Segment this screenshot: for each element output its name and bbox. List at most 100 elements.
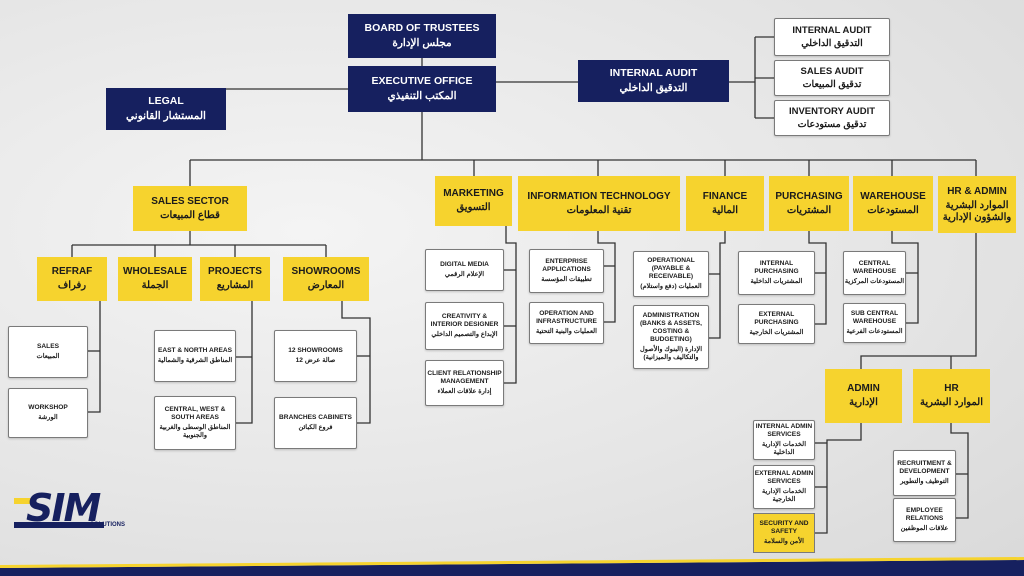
projects-east-north-en: EAST & NORTH AREAS	[157, 347, 233, 355]
logo-subtitle: SOLUTIONS	[90, 522, 126, 528]
admin-security-safety-ar: الأمن والسلامة	[764, 537, 804, 545]
dept-warehouse-en: WAREHOUSE	[860, 190, 926, 202]
refraf-sales-en: SALES	[37, 343, 59, 351]
legal-ar: المستشار القانوني	[126, 110, 206, 122]
dept-marketing-ar: التسويق	[456, 202, 491, 213]
purchasing-external-en: EXTERNAL PURCHASING	[754, 311, 799, 327]
it-enterprise-apps-box: ENTERPRISE APPLICATIONS تطبيقات المؤسسة	[529, 249, 604, 293]
warehouse-sub-central-box: SUB CENTRAL WAREHOUSE المستودعات الفرعية	[843, 303, 906, 343]
showrooms-ar: المعارض	[307, 280, 345, 291]
audit-inventory-box: INVENTORY AUDIT تدقيق مستودعات	[774, 100, 890, 136]
admin-internal-services-box: INTERNAL ADMIN SERVICES الخدمات الإدارية…	[753, 420, 815, 460]
refraf-sales-ar: المبيعات	[36, 353, 60, 360]
wholesale-en: WHOLESALE	[123, 266, 187, 277]
dept-marketing-box: MARKETING التسويق	[435, 176, 512, 226]
hr-employee-relations-en: EMPLOYEE RELATIONS	[905, 507, 944, 523]
showrooms-12-en: 12 SHOWROOMS	[288, 347, 343, 355]
finance-operational-en: OPERATIONAL (PAYABLE & RECEIVABLE)	[647, 257, 695, 280]
marketing-creativity-en: CREATIVITY & INTERIOR DESIGNER	[430, 313, 499, 329]
admin-security-safety-box: SECURITY AND SAFETY الأمن والسلامة	[753, 513, 815, 553]
finance-operational-ar: العمليات (دفع واستلام)	[640, 282, 702, 290]
dept-purchasing-ar: المشتريات	[786, 204, 832, 216]
purchasing-internal-ar: المشتريات الداخلية	[750, 277, 803, 285]
purchasing-external-ar: المشتريات الخارجية	[749, 328, 804, 336]
refraf-ar: رفراف	[57, 280, 87, 291]
audit-inventory-ar: تدقيق مستودعات	[797, 119, 867, 130]
projects-ar: المشاريع	[216, 280, 254, 291]
admin-box: ADMIN الإدارية	[825, 369, 902, 423]
showrooms-12-ar: صالة عرض 12	[295, 357, 336, 364]
dept-it-ar: تقنية المعلومات	[566, 204, 632, 216]
marketing-digital-media-en: DIGITAL MEDIA	[440, 261, 489, 269]
hr-ar: الموارد البشرية	[919, 397, 984, 408]
it-enterprise-apps-en: ENTERPRISE APPLICATIONS	[542, 258, 591, 274]
hr-recruitment-en: RECRUITMENT & DEVELOPMENT	[897, 460, 952, 476]
footer-stripe	[0, 557, 1024, 576]
admin-external-services-en: EXTERNAL ADMIN SERVICES	[754, 470, 814, 486]
dept-marketing-en: MARKETING	[443, 188, 504, 199]
dept-purchasing-box: PURCHASING المشتريات	[769, 176, 849, 231]
warehouse-central-ar: المستودعات المركزية	[844, 277, 905, 285]
dept-hr-admin-ar: الموارد البشرية والشؤون الإدارية	[942, 199, 1012, 223]
audit-sales-ar: تدقيق المبيعات	[802, 79, 862, 90]
projects-east-north-box: EAST & NORTH AREAS المناطق الشرقية والشم…	[154, 330, 236, 382]
wholesale-box: WHOLESALE الجملة	[118, 257, 192, 301]
marketing-crm-ar: إدارة علاقات العملاء	[437, 387, 492, 395]
marketing-crm-box: CLIENT RELATIONSHIP MANAGEMENT إدارة علا…	[425, 360, 504, 406]
internal-audit-en: INTERNAL AUDIT	[609, 67, 698, 80]
admin-en: ADMIN	[847, 383, 880, 394]
admin-internal-services-en: INTERNAL ADMIN SERVICES	[755, 423, 813, 439]
refraf-workshop-box: WORKSHOP الورشة	[8, 388, 88, 438]
audit-inventory-en: INVENTORY AUDIT	[788, 105, 876, 117]
refraf-box: REFRAF رفراف	[37, 257, 107, 301]
showrooms-box: SHOWROOMS المعارض	[283, 257, 369, 301]
hr-en: HR	[944, 383, 959, 394]
audit-internal-en: INTERNAL AUDIT	[792, 24, 872, 36]
it-enterprise-apps-ar: تطبيقات المؤسسة	[541, 275, 592, 283]
warehouse-sub-central-en: SUB CENTRAL WAREHOUSE	[850, 310, 899, 326]
board-of-trustees-box: BOARD OF TRUSTEES مجلس الإدارة	[348, 14, 496, 58]
showrooms-en: SHOWROOMS	[291, 266, 361, 277]
marketing-creativity-ar: الإبداع والتصميم الداخلي	[431, 330, 498, 338]
finance-operational-box: OPERATIONAL (PAYABLE & RECEIVABLE) العمل…	[633, 251, 709, 297]
projects-central-box: CENTRAL, WEST & SOUTH AREAS المناطق الوس…	[154, 396, 236, 450]
admin-security-safety-en: SECURITY AND SAFETY	[759, 520, 809, 536]
audit-sales-en: SALES AUDIT	[800, 65, 864, 77]
admin-external-services-ar: الخدمات الإدارية الخارجية	[761, 488, 807, 503]
finance-administration-en: ADMINISTRATION (BANKS & ASSETS, COSTING …	[639, 312, 703, 343]
audit-internal-ar: التدقيق الداخلي	[801, 38, 863, 49]
board-ar: مجلس الإدارة	[392, 37, 452, 49]
marketing-digital-media-box: DIGITAL MEDIA الإعلام الرقمي	[425, 249, 504, 291]
dept-finance-box: FINANCE المالية	[686, 176, 764, 231]
audit-internal-box: INTERNAL AUDIT التدقيق الداخلي	[774, 18, 890, 56]
wholesale-ar: الجملة	[141, 280, 169, 291]
purchasing-internal-en: INTERNAL PURCHASING	[754, 260, 799, 276]
marketing-digital-media-ar: الإعلام الرقمي	[444, 271, 485, 278]
dept-finance-en: FINANCE	[702, 190, 748, 202]
admin-external-services-box: EXTERNAL ADMIN SERVICES الخدمات الإدارية…	[753, 465, 815, 509]
hr-recruitment-box: RECRUITMENT & DEVELOPMENT التوظيف والتطو…	[893, 450, 956, 496]
marketing-crm-en: CLIENT RELATIONSHIP MANAGEMENT	[427, 370, 502, 386]
purchasing-external-box: EXTERNAL PURCHASING المشتريات الخارجية	[738, 304, 815, 344]
branches-cabinets-ar: فروع الكبائن	[298, 424, 333, 431]
legal-en: LEGAL	[148, 95, 184, 108]
refraf-workshop-ar: الورشة	[38, 414, 58, 421]
executive-office-box: EXECUTIVE OFFICE المكتب التنفيذي	[348, 66, 496, 112]
audit-sales-box: SALES AUDIT تدقيق المبيعات	[774, 60, 890, 96]
logo-wordmark: SIM	[26, 486, 101, 530]
projects-central-en: CENTRAL, WEST & SOUTH AREAS	[164, 406, 226, 422]
finance-administration-box: ADMINISTRATION (BANKS & ASSETS, COSTING …	[633, 305, 709, 369]
purchasing-internal-box: INTERNAL PURCHASING المشتريات الداخلية	[738, 251, 815, 295]
branches-cabinets-box: BRANCHES CABINETS فروع الكبائن	[274, 397, 357, 449]
projects-box: PROJECTS المشاريع	[200, 257, 270, 301]
marketing-creativity-box: CREATIVITY & INTERIOR DESIGNER الإبداع و…	[425, 302, 504, 350]
it-operation-infra-ar: العمليات والبنية التحتية	[535, 327, 598, 335]
warehouse-central-en: CENTRAL WAREHOUSE	[852, 260, 897, 276]
dept-hr-admin-box: HR & ADMIN الموارد البشرية والشؤون الإدا…	[938, 176, 1016, 233]
branches-cabinets-en: BRANCHES CABINETS	[279, 414, 352, 422]
projects-central-ar: المناطق الوسطى والغربية والجنوبية	[159, 424, 231, 439]
refraf-workshop-en: WORKSHOP	[28, 404, 68, 412]
admin-ar: الإدارية	[849, 397, 878, 408]
projects-east-north-ar: المناطق الشرقية والشمالية	[157, 357, 233, 364]
executive-en: EXECUTIVE OFFICE	[371, 75, 473, 88]
